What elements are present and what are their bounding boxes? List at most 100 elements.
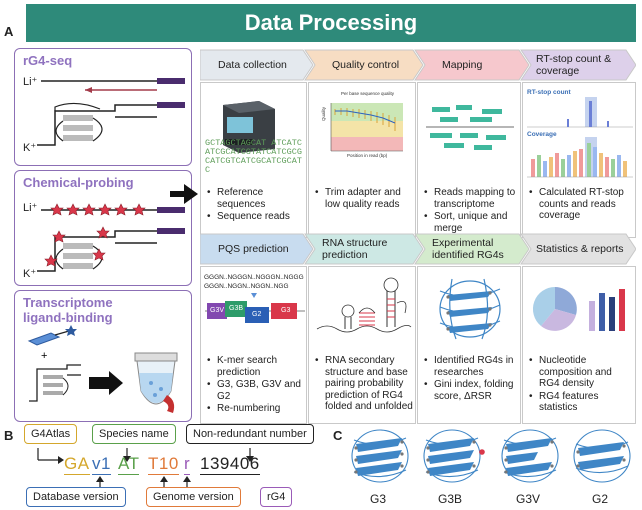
id-box-species: Species name [92,424,176,444]
bullet-rg4-features: RG4 features statistics [529,391,635,414]
id-part-t10: T10 [148,454,179,475]
structure-label-g3v: G3V [515,492,540,506]
top-stage-row: Data collection Quality control Mapping … [200,48,636,238]
bullet-gini: Gini index, folding score, ΔRSR [424,379,520,402]
panel-letter-c: C [333,428,343,443]
structure-g2 [573,429,631,483]
bullets-pqs: K-mer search prediction G3, G3B, G3V and… [207,355,307,416]
qc-plot-ylabel: Quality [321,106,326,121]
ligand-binding-box: Transcriptome ligand-binding + [14,290,192,422]
bullet-rna-secondary: RNA secondary structure and base pairing… [315,355,415,413]
id-part-ga: GA [64,454,90,475]
bullet-nucleotide: Nucleotide composition and RG4 density [529,355,635,390]
id-box-g4atlas: G4Atlas [24,424,78,444]
card-experimental: Identified RG4s in researches Gini index… [417,266,521,424]
bullets-rt-stop: Calculated RT-stop counts and reads cove… [529,187,635,223]
li-ion-label: Li⁺ [23,76,38,88]
id-box-nonredundant: Non-redundant number [186,424,314,444]
bullets-quality-control: Trim adapter and low quality reads [315,187,415,211]
bottom-chevrons [200,233,636,265]
stage-rna-structure: RNA structure prediction [322,237,388,261]
qc-plot-xlabel: Position in read (bp) [347,153,388,158]
pqs-pattern: GGGN..NGGGN..NGGGN..NGGG GGGN..NGGN..NGG… [204,273,304,291]
id-box-database: Database version [26,487,126,507]
bullets-rna-structure: RNA secondary structure and base pairing… [315,355,415,414]
ligand-title-line1: Transcriptome [23,295,113,310]
card-quality-control: Per base sequence quality Quality Positi… [308,82,416,238]
rt-stop-plots [527,97,633,178]
card-mapping: Reads mapping to transcriptome Sort, uni… [417,82,521,238]
svg-text:+: + [41,350,47,362]
card-rna-structure: RNA secondary structure and base pairing… [308,266,416,424]
bullet-reference: Reference sequences [207,187,305,210]
sequence-text: GCTAGCTAGCAT ATCATCATCGCATCGTATCATCGCGCA… [205,138,302,175]
card-data-collection: GCTAGCTAGCAT ATCATCATCGCATCGTATCATCGCGCA… [200,82,307,238]
stage-statistics: Statistics & reports [536,243,624,255]
structure-g3v [501,429,559,483]
bullets-statistics: Nucleotide composition and RG4 density R… [529,355,635,415]
top-chevrons [200,49,636,81]
chemical-title: Chemical-probing [23,175,134,190]
ligand-title: Transcriptome ligand-binding [23,295,113,325]
panel-letter-a: A [4,24,14,39]
bullet-kmer: K-mer search prediction [207,355,307,378]
id-part-number: 139406 [200,454,260,475]
id-box-genome: Genome version [146,487,241,507]
card-rt-stop: RT-stop count Coverage Calculated RT-sto… [522,82,636,238]
structure-g3b [423,429,485,483]
pqs-label-g3b: G3B [229,305,244,312]
chemical-probing-box: Chemical-probing Li⁺ K⁺ [14,170,192,286]
ligand-title-line2: ligand-binding [23,310,113,325]
id-box-rg4: rG4 [260,487,293,507]
id-part-at: AT [118,454,140,475]
bottom-stage-row: PQS prediction RNA structure prediction … [200,232,636,424]
pqs-label-g3: G3 [281,307,291,314]
coverage-label: Coverage [527,131,557,138]
structure-label-g3: G3 [369,492,386,506]
qc-plot-title: Per base sequence quality [341,91,395,96]
stage-mapping: Mapping [442,59,483,71]
statistics-charts-icon [532,286,625,331]
stage-pqs: PQS prediction [218,243,289,255]
chemical-diagram [37,203,185,272]
g4-ribbon-icon [439,278,501,340]
bullet-renumbering: Re-numbering [207,403,307,415]
structure-label-g3b: G3B [437,492,462,506]
mapping-reads-icon [426,105,514,150]
k-ion-label-2: K⁺ [23,268,37,280]
li-ion-label-2: Li⁺ [23,202,38,214]
banner-title: Data Processing [26,4,636,42]
structure-g3 [351,429,409,483]
quality-plot [330,103,403,152]
bullets-mapping: Reads mapping to transcriptome Sort, uni… [424,187,520,235]
bullet-g3: G3, G3B, G3V and G2 [207,379,307,402]
bullet-identified: Identified RG4s in researches [424,355,520,378]
bullet-trim: Trim adapter and low quality reads [315,187,415,210]
bullets-data-collection: Reference sequences Sequence reads [207,187,305,224]
rg4seq-title: rG4-seq [23,53,73,68]
sequencer-icon [223,101,275,153]
bullet-sort: Sort, unique and merge [424,211,520,234]
rg4seq-diagram [37,78,185,146]
stage-rt-stop: RT-stop count & coverage [536,53,612,77]
id-part-v1: v1 [92,454,111,475]
g4-structures [351,429,631,483]
structure-label-g2: G2 [591,492,608,506]
card-statistics: Nucleotide composition and RG4 density R… [522,266,636,424]
stage-quality-control: Quality control [332,59,400,71]
bullet-reads-mapping: Reads mapping to transcriptome [424,187,520,210]
pqs-line1: GGGN..NGGGN..NGGGN..NGGG [204,274,304,281]
flow-arrow-icon [170,184,198,204]
stage-experimental: Experimental identified RG4s [432,237,504,261]
card-pqs: GGGN..NGGGN..NGGGN..NGGG GGGN..NGGN..NGG… [200,266,307,424]
panel-letter-b: B [4,428,14,443]
rg4seq-box: rG4-seq Li⁺ K⁺ [14,48,192,166]
pqs-blocks [205,293,305,323]
stage-data-collection: Data collection [218,59,287,71]
bullet-reads: Sequence reads [207,211,305,223]
bullets-experimental: Identified RG4s in researches Gini index… [424,355,520,403]
ligand-diagram: + [27,325,178,413]
pqs-label-g2: G2 [252,311,262,318]
pqs-line2: GGGN..NGGN..NGGN..NGG [204,283,289,290]
bullet-calculated: Calculated RT-stop counts and reads cove… [529,187,635,222]
